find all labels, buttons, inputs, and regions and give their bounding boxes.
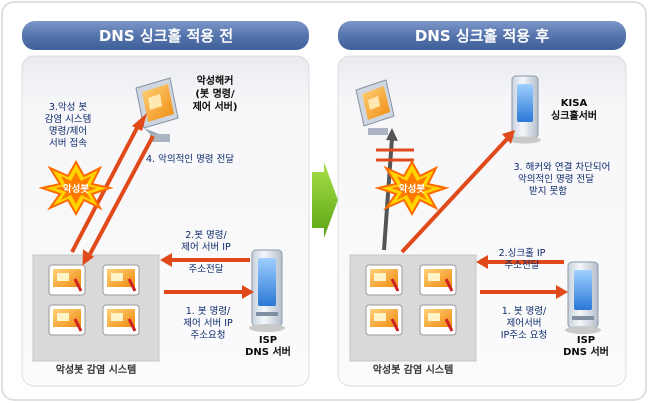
after-step1-line3: IP주소 요청: [501, 330, 548, 341]
before-step2-line3: 주소전달: [189, 263, 224, 275]
after-step2-line2: 주소전달: [505, 259, 540, 271]
before-step3-line1: 3.악성 봇: [49, 101, 88, 113]
after-step1-line2: 제어서버: [507, 318, 542, 329]
before-step4: 4. 악의적인 명령 전달: [146, 153, 234, 165]
after-step2-line1: 2.싱크홀 IP: [499, 247, 546, 259]
after-arrows: [400, 130, 568, 299]
before-step2-line2: 제어 서버 IP: [181, 242, 231, 253]
after-isp-label-2: DNS 서버: [563, 345, 609, 358]
kisa-sinkhole-server-icon: [509, 75, 541, 144]
after-isp-label-1: ISP: [577, 335, 595, 346]
after-step3-line3: 받지 못함: [529, 186, 567, 197]
after-infected-systems-label: 악성봇 감염 시스템: [373, 363, 454, 376]
before-bot-label: 악성봇: [63, 183, 89, 195]
after-isp-dns-server-icon: [565, 261, 601, 334]
infected-systems-label: 악성봇 감염 시스템: [56, 363, 137, 376]
hacker-label-3: 제어 서버): [193, 100, 238, 113]
before-step1-line2: 제어 서버 IP: [183, 318, 233, 329]
before-isp-label-2: DNS 서버: [245, 345, 291, 358]
before-step1-line1: 1. 봇 명령/: [186, 305, 231, 317]
after-step3-line2: 악의적인 명령 전달: [518, 173, 594, 185]
kisa-label-2: 싱크홀서버: [551, 109, 597, 122]
before-title: DNS 싱크홀 적용 전: [99, 27, 233, 45]
computer-grid-icon: [48, 264, 140, 336]
after-title-bar: [338, 21, 626, 50]
bot-burst-icon: [38, 159, 114, 217]
before-step2-line1: 2.봇 명령/: [185, 229, 227, 241]
after-hacker-monitor-icon: [355, 79, 395, 135]
before-step3-line2: 감염 시스템: [45, 113, 92, 125]
after-panel: DNS 싱크홀 적용 후 악성봇 감염 시스템 ISP DNS 서버 KISA …: [337, 21, 627, 387]
before-step1-line3: 주소요청: [191, 330, 226, 341]
before-step3-line3: 명령/제어: [49, 125, 87, 137]
after-bot-burst-icon: [374, 159, 450, 217]
after-computer-grid-icon: [365, 264, 457, 336]
hacker-label-1: 악성해커: [197, 74, 234, 87]
after-bot-label: 악성봇: [399, 183, 425, 195]
hacker-label-2: (봇 명령/: [195, 87, 235, 100]
isp-dns-server-icon: [249, 249, 285, 332]
before-isp-label-1: ISP: [259, 335, 277, 346]
before-panel: DNS 싱크홀 적용 전 악성봇 감염 시스템 ISP DNS 서버 악성해커: [21, 21, 310, 387]
after-title: DNS 싱크홀 적용 후: [415, 27, 549, 45]
blocked-connection-arrow: [376, 128, 414, 251]
kisa-label-1: KISA: [561, 98, 588, 109]
next-arrow-icon: [312, 162, 338, 238]
hacker-monitor-icon: [135, 77, 179, 142]
before-step3-line4: 서버 접속: [49, 137, 87, 149]
after-step3-line1: 3. 해커와 연결 차단되어: [514, 161, 611, 173]
before-title-bar: [22, 21, 309, 50]
after-step1-line1: 1. 봇 명령/: [502, 305, 547, 317]
